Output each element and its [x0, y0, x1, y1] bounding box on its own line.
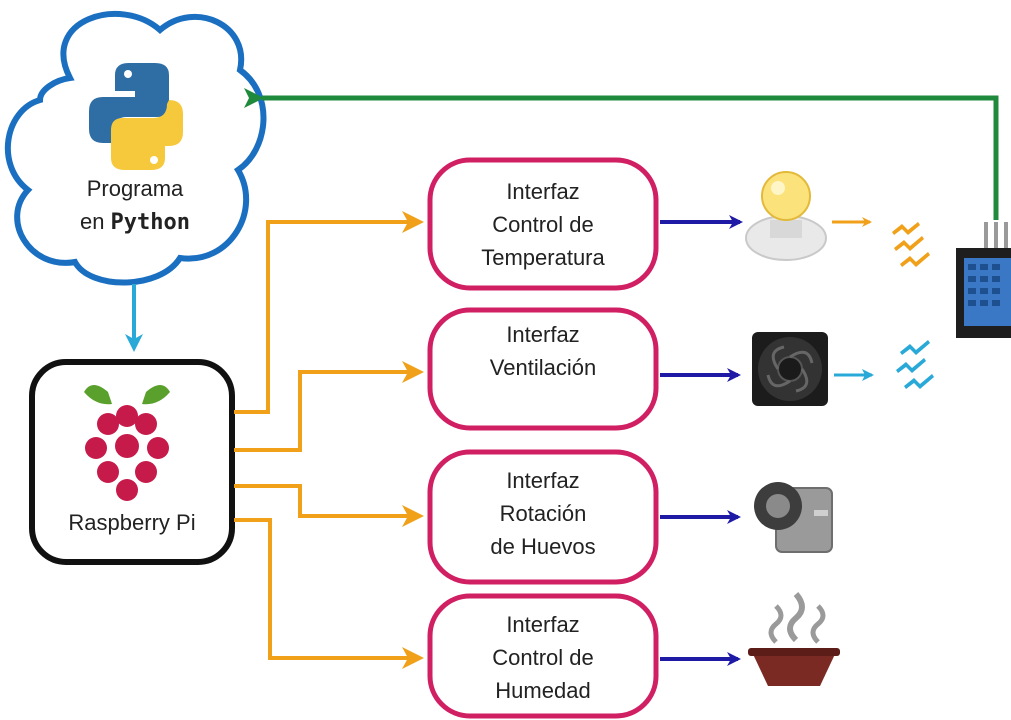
pi-to-interfaces-connectors — [234, 211, 424, 669]
interface-line: Rotación — [499, 501, 587, 526]
pi-label: Raspberry Pi — [68, 510, 196, 535]
cloud-label-line2: en Python — [79, 209, 191, 235]
python-logo-icon — [89, 63, 183, 170]
stepper-motor-icon — [754, 482, 833, 553]
dht-sensor-icon — [956, 222, 1011, 338]
interface-box-ventilacion — [427, 307, 659, 431]
raspberry-pi-logo-icon — [84, 385, 170, 501]
interface-line: Interfaz — [506, 322, 580, 347]
interface-line: Control de — [492, 645, 594, 670]
interface-line: Interfaz — [506, 612, 580, 637]
interface-line: Humedad — [495, 678, 591, 703]
connector-ventilacion — [234, 361, 424, 452]
interface-label-humedad: Interfaz Control de Humedad — [432, 608, 654, 707]
air-wave-icon — [896, 340, 934, 389]
interface-to-device-arrows — [660, 215, 743, 666]
interface-line: Interfaz — [506, 468, 580, 493]
steaming-bowl-icon — [748, 592, 840, 686]
interface-line: Temperatura — [481, 245, 605, 270]
fan-icon — [752, 332, 828, 406]
interface-line: Control de — [492, 212, 594, 237]
interface-line: de Huevos — [490, 534, 596, 559]
heat-wave-icon — [892, 222, 930, 267]
cloud-label: Programa en Python — [50, 172, 220, 239]
interface-label-rotacion: Interfaz Rotación de Huevos — [432, 464, 654, 563]
interface-box-temperatura — [427, 157, 659, 291]
raspberry-pi-box — [29, 359, 235, 565]
python-word: Python — [110, 210, 191, 235]
interface-label-temperatura: Interfaz Control de Temperatura — [432, 175, 654, 274]
light-bulb-icon — [745, 171, 827, 261]
interface-line: Interfaz — [506, 179, 580, 204]
interface-box-humedad — [427, 593, 659, 719]
cloud-label-line1: Programa — [86, 176, 184, 201]
connector-humedad — [234, 518, 424, 669]
interface-label-ventilacion: Interfaz Ventilación — [432, 318, 654, 384]
interface-box-rotacion — [427, 449, 659, 585]
connector-temperatura — [234, 211, 424, 414]
interface-line: Ventilación — [489, 355, 597, 380]
sensor-feedback-arrow — [244, 88, 999, 220]
connector-rotacion — [234, 484, 424, 527]
